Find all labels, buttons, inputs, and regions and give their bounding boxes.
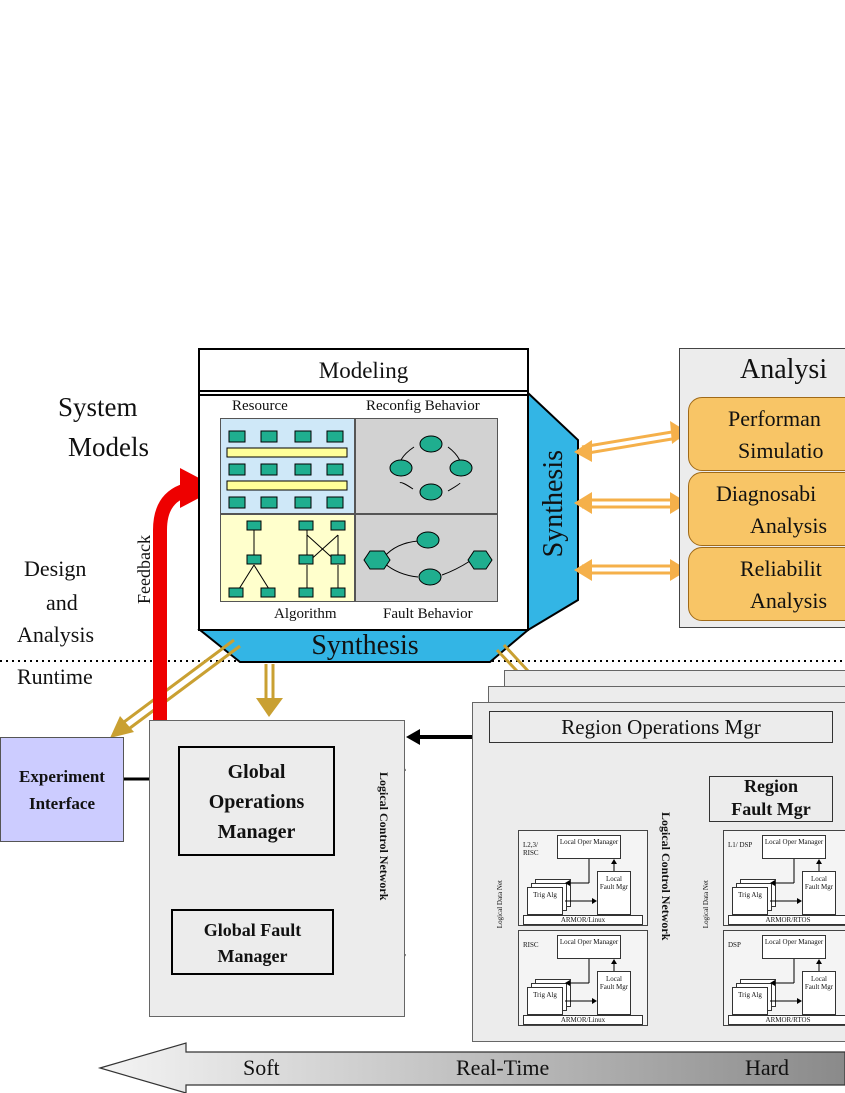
system-label: System xyxy=(58,392,138,422)
reliability-box xyxy=(688,547,845,621)
feedback-label: Feedback xyxy=(134,535,154,604)
node-armor-label: ARMOR/RTOS xyxy=(765,916,811,924)
experiment-line1: Experiment xyxy=(19,767,105,786)
reliability-line1: Reliabilit xyxy=(740,556,822,581)
node-arrows xyxy=(770,959,822,1004)
processing-node: DSP Local Oper Manager Trig Alg Local Fa… xyxy=(723,930,845,1026)
node-local-fault-mgr xyxy=(597,971,631,1015)
node-arrows xyxy=(770,859,822,904)
node-trig-label: Trig Alg xyxy=(533,991,557,999)
data-net-right-label: Logical Data Net xyxy=(702,880,710,929)
node-local-oper-manager xyxy=(557,835,621,859)
lcn-right-label: Logical Control Network xyxy=(659,812,673,941)
node-lfm-label: Local Fault Mgr xyxy=(599,875,629,891)
node-local-fault-mgr xyxy=(802,871,836,915)
reconfig-label: Reconfig Behavior xyxy=(366,398,480,414)
node-trig-alg xyxy=(527,987,563,1015)
diagnosability-box xyxy=(688,472,845,546)
node-proc-label: RISC xyxy=(523,941,539,949)
node-mgr-label: Local Oper Manager xyxy=(764,938,824,946)
algorithm-model xyxy=(220,514,355,602)
modeling-title: Modeling xyxy=(318,358,409,383)
design-label: Design xyxy=(24,556,87,581)
global-fault-manager xyxy=(171,909,334,975)
reconfig-model xyxy=(355,418,498,514)
synthesis-side-label: Synthesis xyxy=(538,450,569,558)
node-trig-label: Trig Alg xyxy=(738,991,762,999)
node-arrows xyxy=(565,859,617,904)
node-armor-bar xyxy=(523,1015,643,1025)
and-label: and xyxy=(46,590,78,615)
analysis-label: Analysis xyxy=(17,622,94,647)
lcn-left-label: Logical Control Network xyxy=(377,772,391,901)
experiment-line2: Interface xyxy=(28,794,96,813)
node-trig-label: Trig Alg xyxy=(738,891,762,899)
node-armor-label: ARMOR/Linux xyxy=(560,916,606,924)
node-mgr-label: Local Oper Manager xyxy=(559,938,619,946)
region-operations-mgr xyxy=(489,711,833,743)
node-proc-label: L2,3/ RISC xyxy=(523,841,539,857)
gom-line1: Global xyxy=(227,761,286,783)
node-trig-label: Trig Alg xyxy=(533,891,557,899)
node-local-fault-mgr xyxy=(597,871,631,915)
realtime-soft: Soft xyxy=(243,1055,280,1080)
node-armor-label: ARMOR/Linux xyxy=(560,1016,606,1024)
node-proc-label: L1/ DSP xyxy=(728,841,753,849)
reliability-line2: Analysis xyxy=(750,588,827,613)
node-local-fault-mgr xyxy=(802,971,836,1015)
region-fault-line2: Fault Mgr xyxy=(731,799,811,819)
global-operations-manager xyxy=(178,746,335,856)
performance-line1: Performan xyxy=(728,406,821,431)
node-lfm-label: Local Fault Mgr xyxy=(804,975,834,991)
node-armor-bar xyxy=(728,1015,845,1025)
node-mgr-label: Local Oper Manager xyxy=(559,838,619,846)
gom-line3: Manager xyxy=(217,821,296,843)
fault-behavior-model xyxy=(355,514,498,602)
performance-box xyxy=(688,397,845,471)
node-mgr-label: Local Oper Manager xyxy=(764,838,824,846)
synthesis-bottom-label: Synthesis xyxy=(311,630,419,661)
node-armor-bar xyxy=(728,915,845,925)
node-trig-alg xyxy=(732,887,768,915)
models-label: Models xyxy=(68,432,149,462)
fault-behavior-label: Fault Behavior xyxy=(383,606,473,622)
resource-model xyxy=(220,418,355,514)
processing-node: L2,3/ RISC Local Oper Manager Trig Alg L… xyxy=(518,830,648,926)
resource-label: Resource xyxy=(232,398,288,414)
node-armor-bar xyxy=(523,915,643,925)
analysis-title: Analysi xyxy=(740,354,828,385)
node-trig-alg xyxy=(732,987,768,1015)
realtime-arrow xyxy=(97,1042,845,1093)
node-lfm-label: Local Fault Mgr xyxy=(599,975,629,991)
node-local-oper-manager xyxy=(762,935,826,959)
node-trig-alg xyxy=(527,887,563,915)
gom-line2: Operations xyxy=(208,791,305,813)
realtime-hard: Hard xyxy=(745,1055,789,1080)
realtime-middle: Real-Time xyxy=(456,1055,550,1080)
region-ops-label: Region Operations Mgr xyxy=(561,715,761,739)
node-local-oper-manager xyxy=(557,935,621,959)
processing-node: L1/ DSP Local Oper Manager Trig Alg Loca… xyxy=(723,830,845,926)
feedback-arrow xyxy=(153,481,201,720)
node-proc-label: DSP xyxy=(728,941,741,949)
experiment-interface xyxy=(0,737,124,842)
data-net-left-label: Logical Data Net xyxy=(496,880,504,929)
synthesis-analysis-arrows xyxy=(581,428,685,575)
region-fault-line1: Region xyxy=(744,776,798,796)
runtime-label: Runtime xyxy=(17,664,93,689)
gfm-line1: Global Fault xyxy=(203,920,302,940)
region-fault-mgr xyxy=(709,776,833,822)
performance-line2: Simulatio xyxy=(738,438,824,463)
processing-node: RISC Local Oper Manager Trig Alg Local F… xyxy=(518,930,648,1026)
node-lfm-label: Local Fault Mgr xyxy=(804,875,834,891)
diagnosability-line2: Analysis xyxy=(750,513,827,538)
node-armor-label: ARMOR/RTOS xyxy=(765,1016,811,1024)
node-local-oper-manager xyxy=(762,835,826,859)
algorithm-label: Algorithm xyxy=(274,606,337,622)
gfm-line2: Manager xyxy=(217,946,288,966)
node-arrows xyxy=(565,959,617,1004)
diagnosability-line1: Diagnosabi xyxy=(716,481,817,506)
